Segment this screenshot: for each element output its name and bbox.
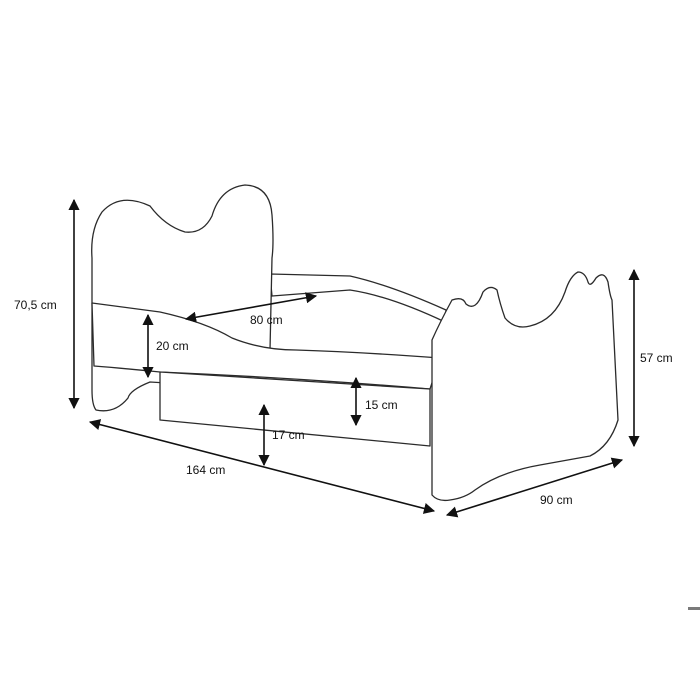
corner-mark bbox=[688, 607, 700, 610]
length-line bbox=[88, 419, 436, 514]
bed-drawing bbox=[91, 184, 619, 502]
back-side-rail bbox=[269, 273, 447, 323]
length-label: 164 cm bbox=[186, 463, 225, 477]
width-label: 90 cm bbox=[540, 493, 573, 507]
footboard-height-label: 57 cm bbox=[640, 351, 673, 365]
drawer-height-label: 15 cm bbox=[365, 398, 398, 412]
dimension-labels: 70,5 cm 57 cm 164 cm 90 cm 80 cm 20 cm 1… bbox=[14, 298, 673, 507]
dimension-lines bbox=[68, 198, 640, 518]
mattress-width-line bbox=[184, 292, 318, 323]
floor-clearance-label: 17 cm bbox=[272, 428, 305, 442]
mattress-width-label: 80 cm bbox=[250, 313, 283, 327]
side-rail-height-label: 20 cm bbox=[156, 339, 189, 353]
headboard-height-label: 70,5 cm bbox=[14, 298, 57, 312]
footboard bbox=[431, 271, 619, 502]
width-line bbox=[445, 457, 624, 518]
